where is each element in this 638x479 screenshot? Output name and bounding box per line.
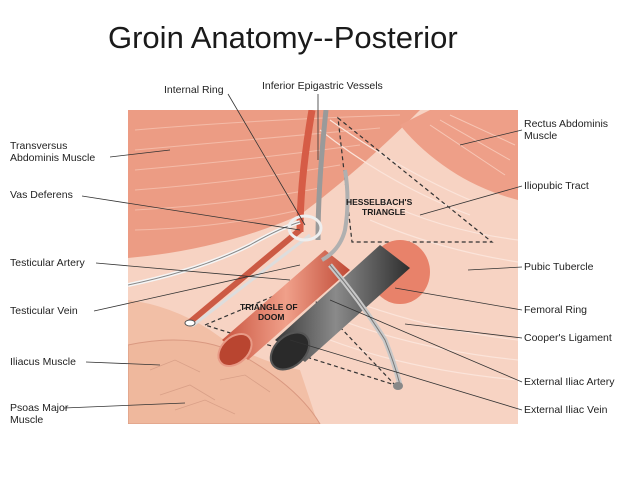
label-internal-ring: Internal Ring bbox=[164, 84, 224, 96]
label-hesselbach-line1: HESSELBACH'S bbox=[346, 197, 413, 207]
label-iliacus-muscle: Iliacus Muscle bbox=[10, 356, 76, 368]
label-transversus-line1: Transversus bbox=[10, 140, 68, 152]
testicular-vein-vessel bbox=[191, 233, 311, 328]
label-pubic-tubercle: Pubic Tubercle bbox=[524, 261, 594, 273]
leader-lines bbox=[63, 93, 523, 411]
inferior-epigastric-vein bbox=[315, 110, 329, 241]
label-testicular-vein: Testicular Vein bbox=[10, 305, 78, 317]
label-transversus-line2: Abdominis Muscle bbox=[10, 152, 96, 164]
label-inferior-epigastric-vessels: Inferior Epigastric Vessels bbox=[262, 80, 383, 92]
label-rectus-line2: Muscle bbox=[524, 130, 558, 142]
triangle-of-doom-outline bbox=[203, 284, 396, 386]
label-doom-line2: DOOM bbox=[258, 312, 285, 322]
label-vas-deferens: Vas Deferens bbox=[10, 189, 73, 201]
label-femoral-ring: Femoral Ring bbox=[524, 304, 588, 316]
external-iliac-vein bbox=[275, 245, 410, 362]
slide-title: Groin Anatomy--Posterior bbox=[108, 20, 458, 55]
inferior-epigastric-artery bbox=[296, 110, 316, 233]
label-iliopubic-tract: Iliopubic Tract bbox=[524, 180, 589, 192]
label-testicular-artery: Testicular Artery bbox=[10, 257, 85, 269]
label-psoas-line1: Psoas Major bbox=[10, 402, 69, 414]
label-doom-line1: TRIANGLE OF bbox=[240, 302, 298, 312]
label-rectus-line1: Rectus Abdominis bbox=[524, 118, 609, 130]
label-psoas-line2: Muscle bbox=[10, 414, 44, 426]
label-hesselbach-line2: TRIANGLE bbox=[362, 207, 406, 217]
label-external-iliac-vein: External Iliac Vein bbox=[524, 404, 608, 416]
label-external-iliac-artery: External Iliac Artery bbox=[524, 376, 615, 388]
external-iliac-artery bbox=[222, 250, 350, 360]
label-coopers-ligament: Cooper's Ligament bbox=[524, 332, 612, 344]
